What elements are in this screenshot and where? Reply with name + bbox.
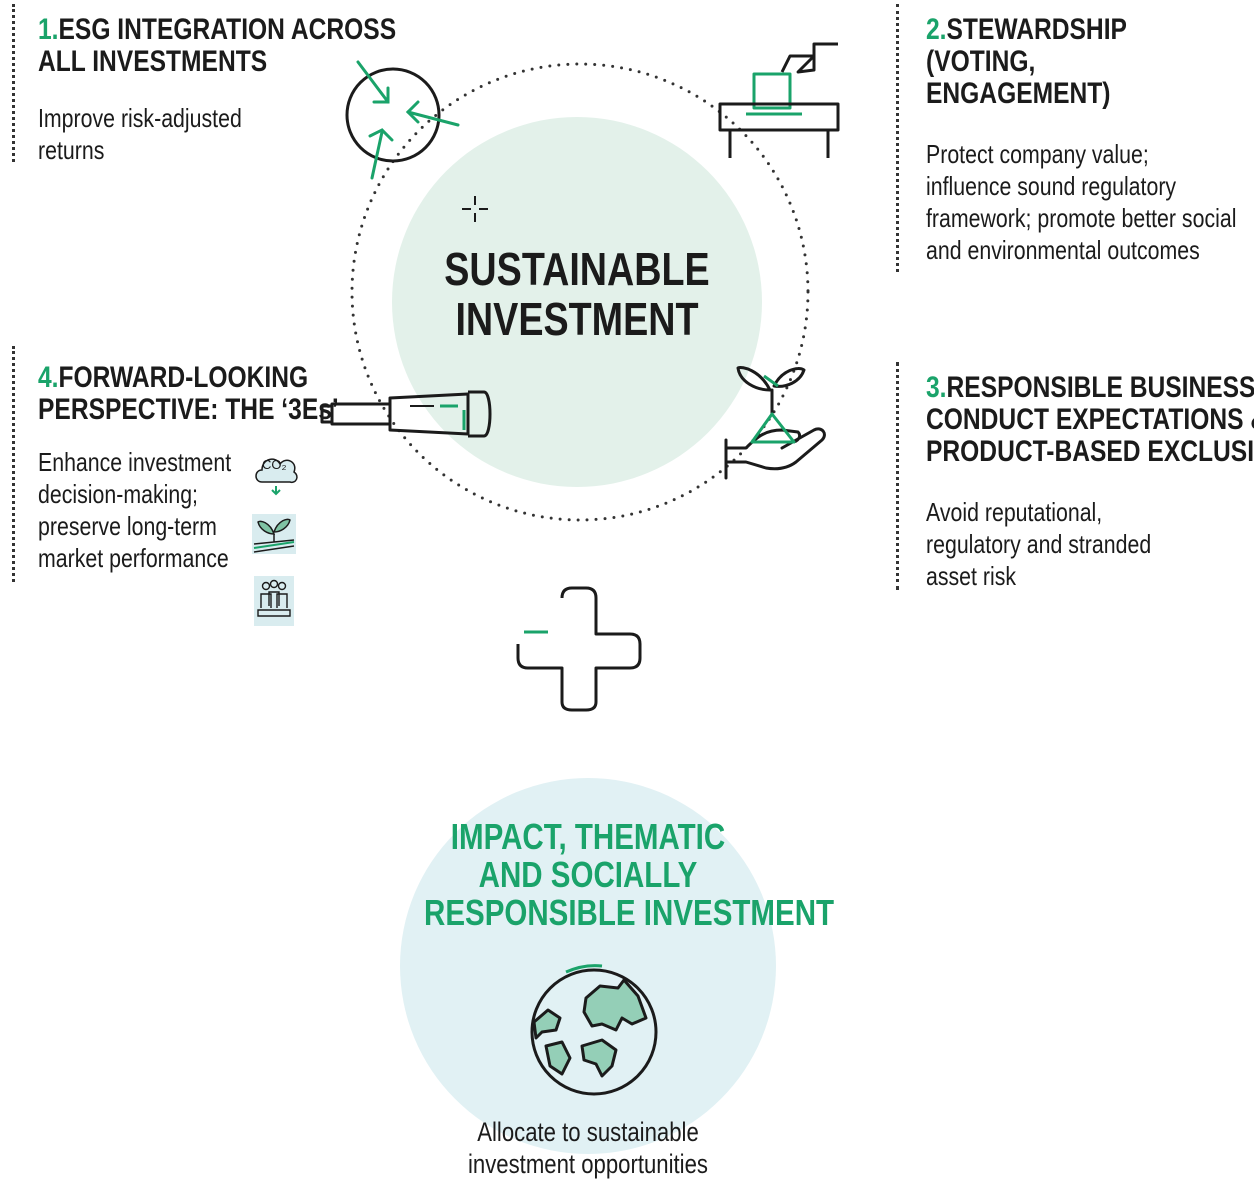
pillar-2-number: 2. [926,13,947,46]
pillar-3-heading: 3.RESPONSIBLE BUSINESS CONDUCT EXPECTATI… [926,372,1254,468]
co2-cloud-icon: CO₂ [254,446,298,498]
hand-sprout-icon [724,366,826,480]
pillar-4-title-line1: FORWARD-LOOKING [58,361,309,394]
center-circle [392,117,762,487]
globe-icon [530,964,658,1096]
bottom-title: IMPACT, THEMATIC AND SOCIALLY RESPONSIBL… [388,816,835,933]
plant-landscape-icon [252,514,296,554]
people-group-icon [254,576,294,626]
pillar-2-description: Protect company value; influence sound r… [926,139,1237,265]
pillar-3-description: Avoid reputational, regulatory and stran… [926,497,1152,591]
bottom-description: Allocate to sustainable investment oppor… [467,1117,708,1179]
pillar-3-number: 3. [926,371,947,404]
bottom-title-line1: IMPACT, THEMATIC [450,816,726,857]
pillar-2-title-line2: (VOTING, [926,45,1036,78]
bottom-title-line2: AND SOCIALLY [478,854,698,895]
arrows-converge-icon [345,60,460,180]
telescope-icon [320,390,492,438]
pillar-1-title-line2: ALL INVESTMENTS [38,45,268,78]
pillar-4-description: Enhance investment decision-making; pres… [38,447,232,573]
pillar-3-title-line1: RESPONSIBLE BUSINESS [946,371,1254,404]
center-title-line1: SUSTAINABLE [444,243,710,295]
center-title-line2: INVESTMENT [455,293,699,345]
pillar-4-number: 4. [38,361,59,394]
bottom-title-line3: RESPONSIBLE INVESTMENT [424,892,835,933]
pillar-2-dotted-rule [896,4,899,272]
pillar-4-heading: 4.FORWARD-LOOKING PERSPECTIVE: THE ‘3Es’ [38,362,339,426]
pillar-4-title-line2: PERSPECTIVE: THE ‘3Es’ [38,393,339,426]
ballot-box-icon [718,42,840,158]
pillar-1-description: Improve risk-adjusted returns [38,103,242,165]
pillar-2-heading: 2.STEWARDSHIP (VOTING, ENGAGEMENT) [926,14,1127,110]
pillar-3-title-line2: CONDUCT EXPECTATIONS & [926,403,1254,436]
pillar-1-dotted-rule [12,4,15,162]
pillar-4-dotted-rule [12,346,15,582]
pillar-1-number: 1. [38,13,59,46]
crosshair-icon [462,196,488,222]
pillar-1-heading: 1.ESG INTEGRATION ACROSS ALL INVESTMENTS [38,14,396,78]
pillar-2-title-line1: STEWARDSHIP [946,13,1127,46]
pillar-1-title-line1: ESG INTEGRATION ACROSS [58,13,397,46]
pillar-2-title-line3: ENGAGEMENT) [926,77,1111,110]
pillar-3-dotted-rule [896,362,899,590]
pillar-3-title-line3: PRODUCT-BASED EXCLUSIONS [926,435,1254,468]
plus-icon [516,586,642,712]
center-title: SUSTAINABLE INVESTMENT [402,244,752,344]
